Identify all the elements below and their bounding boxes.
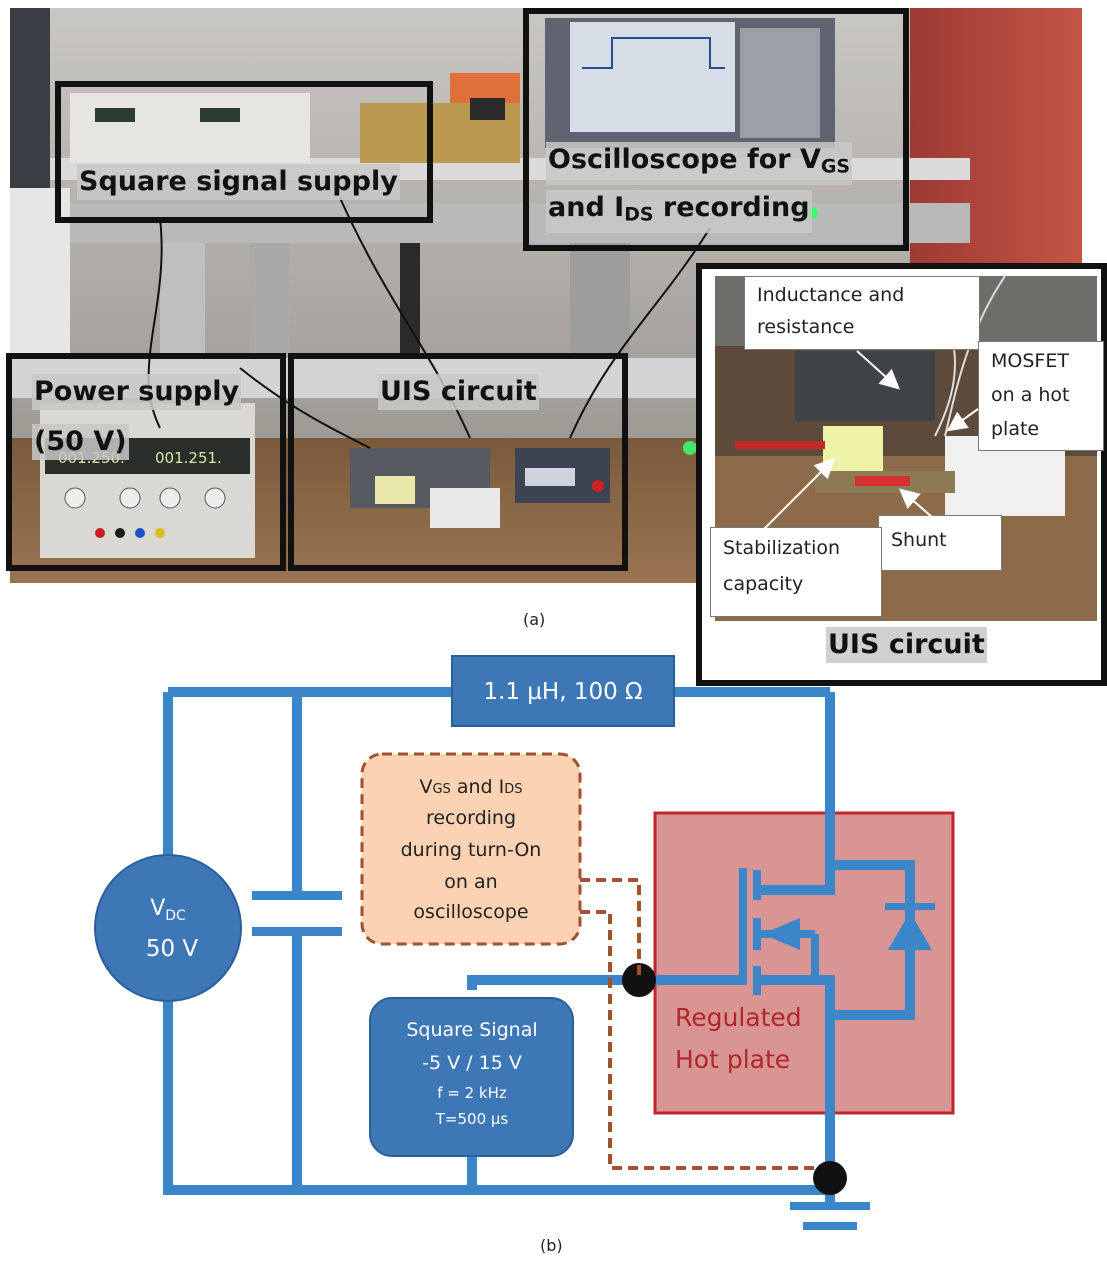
diode-symbol — [888, 912, 932, 950]
square-supply-frame — [55, 81, 433, 223]
power-supply-label-line1: Power supply — [32, 374, 242, 410]
square-signal-line1: Square Signal — [406, 1019, 537, 1041]
square-signal-line4: T=500 µs — [435, 1110, 509, 1128]
caption-b: (b) — [540, 1236, 563, 1255]
caption-a: (a) — [523, 610, 546, 629]
recording-line3: during turn-On — [401, 839, 542, 861]
recording-line5: oscilloscope — [413, 901, 528, 923]
power-supply-label-line2: (50 V) — [32, 424, 129, 460]
ground-node — [813, 1161, 847, 1195]
psu-display-right: 001.251. — [155, 449, 222, 467]
uis-circuit-frame — [288, 353, 628, 571]
schematic: 1.1 µH, 100 Ω VDC 50 V Regulated Hot pla… — [94, 655, 955, 1230]
ground-symbol — [790, 1202, 870, 1230]
hot-plate-label-line1: Regulated — [675, 1003, 802, 1032]
gate-node — [622, 963, 656, 997]
inductor-label: 1.1 µH, 100 Ω — [483, 679, 642, 705]
vdc-label: VDC — [150, 896, 186, 924]
vdc-source — [94, 854, 242, 1002]
probe-line-vgs — [580, 878, 641, 980]
capacitor-plate-top — [252, 891, 342, 900]
probe-line-ids — [580, 910, 815, 1170]
oscilloscope-frame — [523, 8, 909, 251]
square-signal-box — [369, 997, 574, 1157]
square-signal-line3: f = 2 kHz — [437, 1084, 507, 1102]
hot-plate-label-line2: Hot plate — [675, 1045, 790, 1074]
square-signal-line2: -5 V / 15 V — [422, 1052, 522, 1074]
shunt-callout: Shunt — [878, 515, 1002, 571]
mosfet-arrow — [762, 918, 800, 950]
uis-circuit-label: UIS circuit — [378, 374, 539, 410]
inductor-box — [451, 655, 675, 727]
inset-arrows — [761, 350, 979, 532]
capacitor-plate-bottom — [252, 927, 342, 936]
recording-line2: recording — [426, 807, 516, 829]
oscilloscope-label-line1: Oscilloscope for VGS — [546, 142, 853, 185]
square-supply-label: Square signal supply — [77, 164, 400, 200]
inset-title: UIS circuit — [826, 627, 987, 663]
power-supply-frame — [6, 353, 286, 571]
recording-line1: VGS and IDS — [419, 776, 522, 798]
recording-box — [360, 752, 582, 946]
oscilloscope-label-line2: and IDS recording — [546, 190, 812, 233]
vdc-value: 50 V — [146, 936, 199, 962]
mosfet-symbol — [739, 868, 819, 995]
recording-line4: on an — [444, 871, 497, 893]
